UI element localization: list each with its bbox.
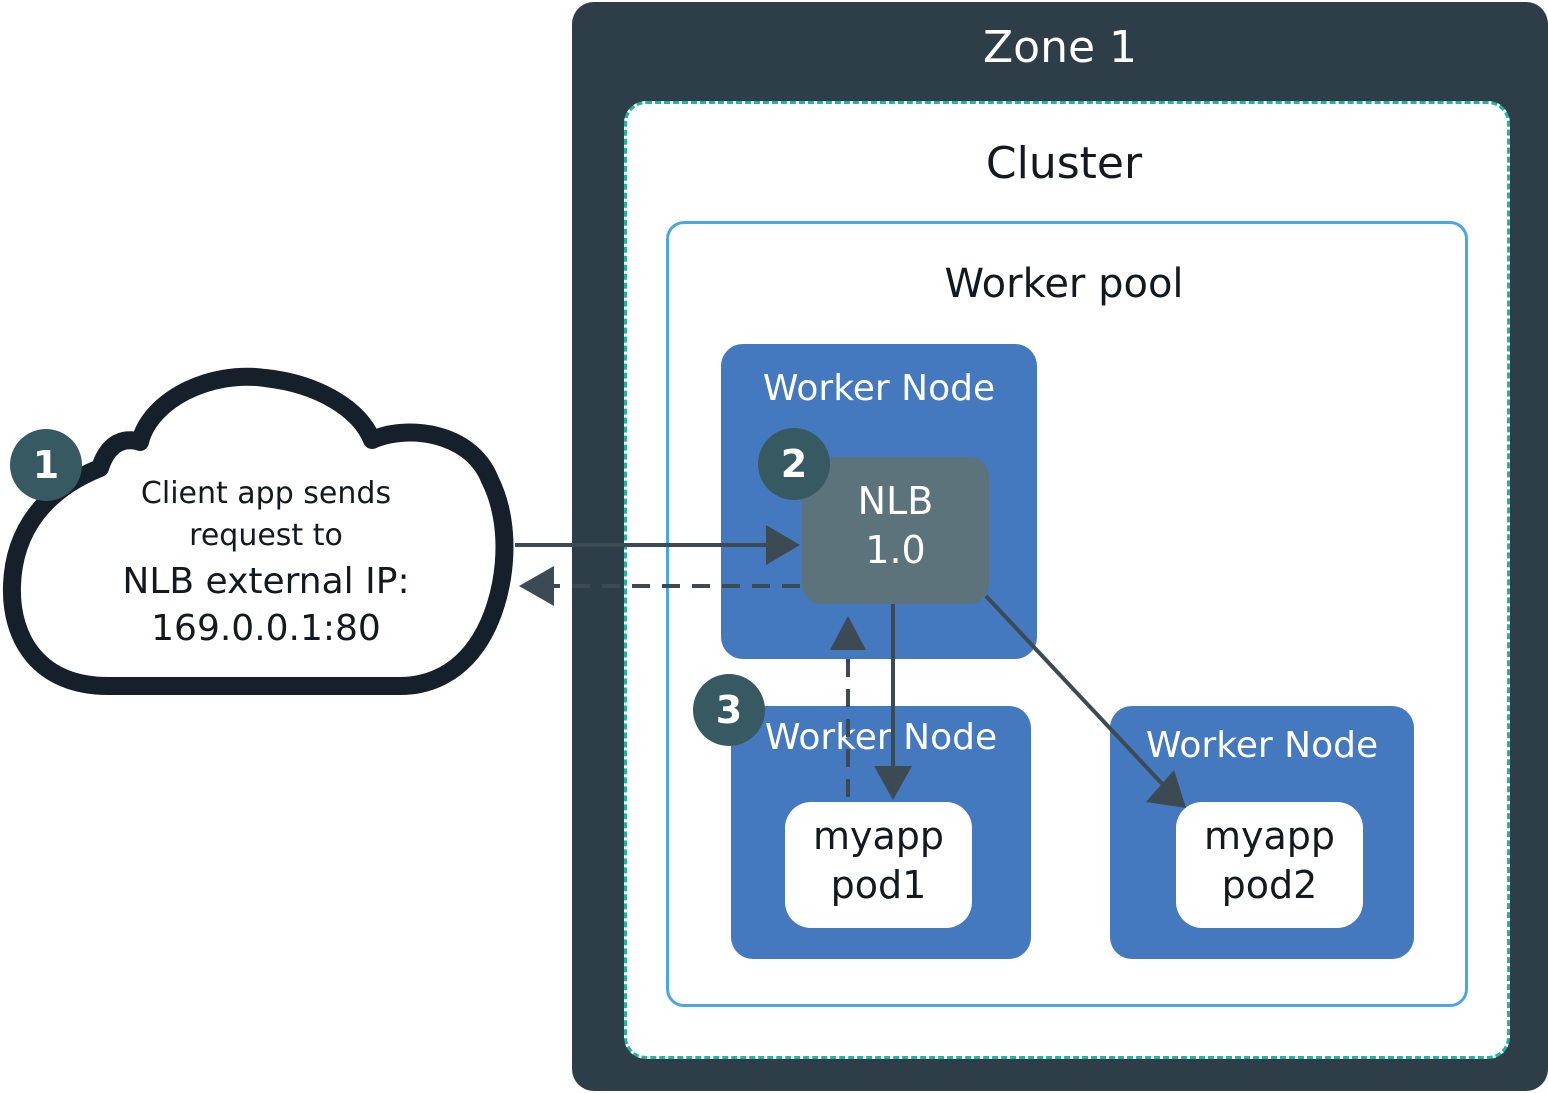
step-1-badge: 1 [10, 429, 82, 501]
nlb-name: NLB [857, 479, 934, 523]
pod1-app-label: myapp [812, 814, 945, 858]
worker-node-nlb-title: Worker Node [762, 368, 996, 409]
worker-node-pod1-title: Worker Node [764, 717, 998, 758]
nlb-to-pod2-arrow [984, 594, 1168, 790]
request-arrowhead [766, 525, 800, 565]
nlb-to-pod1-arrowhead [874, 766, 912, 800]
nlb-version: 1.0 [865, 528, 926, 572]
worker-pool-title: Worker pool [944, 261, 1184, 307]
zone-title: Zone 1 [983, 22, 1137, 73]
client-text-line1: Client app sends [140, 476, 392, 511]
worker-node-pod2-title: Worker Node [1145, 725, 1379, 766]
step-3-badge: 3 [693, 674, 765, 746]
nlb-box [802, 457, 989, 604]
cluster-title: Cluster [985, 138, 1143, 189]
pod1-box [785, 802, 972, 928]
pod2-name-label: pod2 [1221, 863, 1318, 907]
client-text-line4: 169.0.0.1:80 [151, 608, 381, 649]
pod1-to-nlb-arrowhead [830, 616, 866, 650]
response-arrowhead [519, 566, 554, 606]
client-text-line3: NLB external IP: [122, 561, 410, 602]
pod2-app-label: myapp [1203, 814, 1336, 858]
pod2-box [1176, 802, 1363, 928]
nlb-to-pod2-arrowhead [1146, 770, 1186, 808]
cloud-icon [2, 367, 514, 695]
pod1-name-label: pod1 [830, 863, 927, 907]
step-2-badge: 2 [758, 428, 830, 500]
client-text-line2: request to [189, 518, 343, 553]
